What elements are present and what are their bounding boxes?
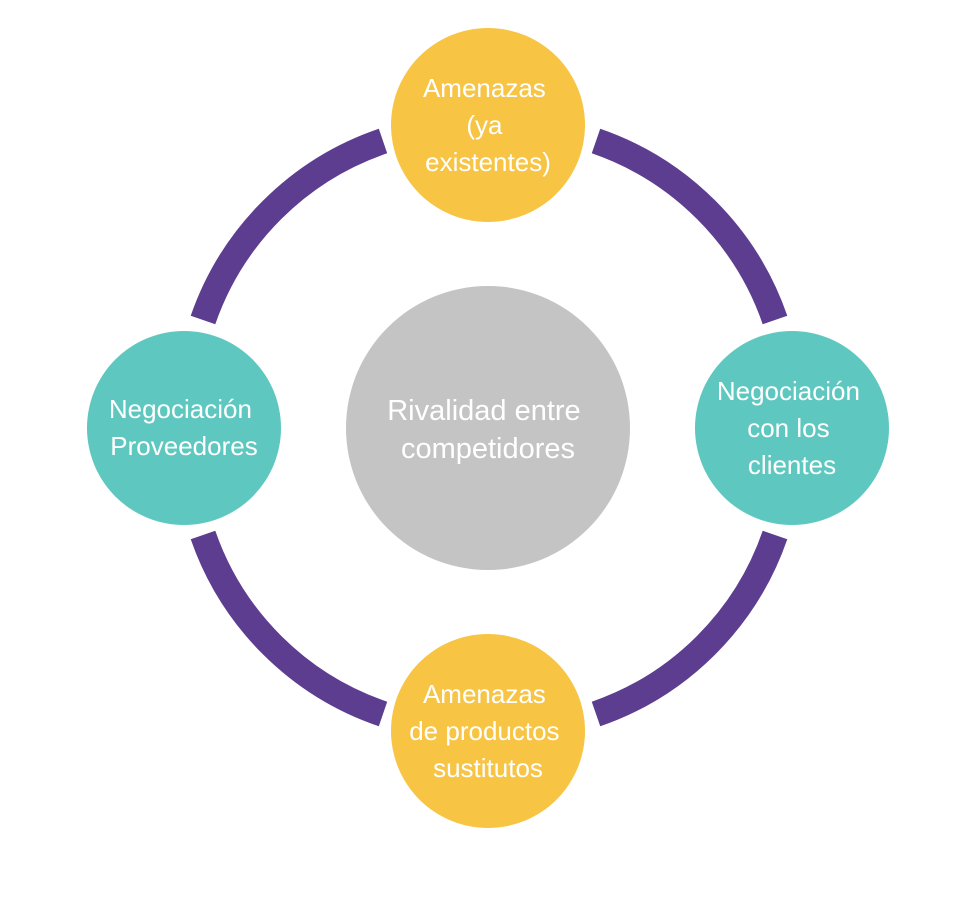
node-right-line-3: clientes [748, 450, 836, 480]
center-node: Rivalidad entre competidores [346, 286, 630, 570]
node-right-line-2: con los [747, 413, 829, 443]
node-top-line-2: (ya [466, 110, 503, 140]
ring-arc-bottom-left [190, 530, 388, 727]
node-bottom-circle [391, 634, 585, 828]
node-right-circle [695, 331, 889, 525]
node-left-circle [87, 331, 281, 525]
node-bottom: Amenazas de productos sustitutos [391, 634, 585, 828]
ring-arc-top-right [591, 128, 788, 325]
center-label-line-1: Rivalidad entre [387, 395, 580, 427]
svg-text:Rivalidad entre competid: Rivalidad entre competidores [387, 395, 589, 465]
node-top: Amenazas (ya existentes) [391, 28, 585, 222]
svg-text:Negociación con los: Negociación con los clientes [717, 376, 867, 480]
node-left-line-2: Proveedores [110, 431, 257, 461]
svg-text:Amenazas (ya exist: Amenazas (ya existentes) [423, 73, 553, 177]
svg-text:Amenazas de productos: Amenazas de productos sustitutos [409, 679, 567, 783]
ring-arc-bottom-right [591, 530, 788, 727]
node-top-circle [391, 28, 585, 222]
node-right: Negociación con los clientes [695, 331, 889, 525]
node-left: Negociación Proveedores [87, 331, 281, 525]
node-top-line-1: Amenazas [423, 73, 546, 103]
center-circle [346, 286, 630, 570]
node-bottom-line-1: Amenazas [423, 679, 546, 709]
node-bottom-line-3: sustitutos [433, 753, 543, 783]
node-top-line-3: existentes) [425, 147, 551, 177]
ring-arc-top-left [190, 128, 388, 325]
node-right-line-1: Negociación [717, 376, 860, 406]
node-bottom-line-2: de productos [409, 716, 559, 746]
ring [190, 128, 788, 727]
node-left-line-1: Negociación [109, 394, 252, 424]
svg-text:Negociación Proveedores: Negociación Proveedores [109, 394, 259, 461]
center-label-line-2: competidores [401, 433, 575, 465]
